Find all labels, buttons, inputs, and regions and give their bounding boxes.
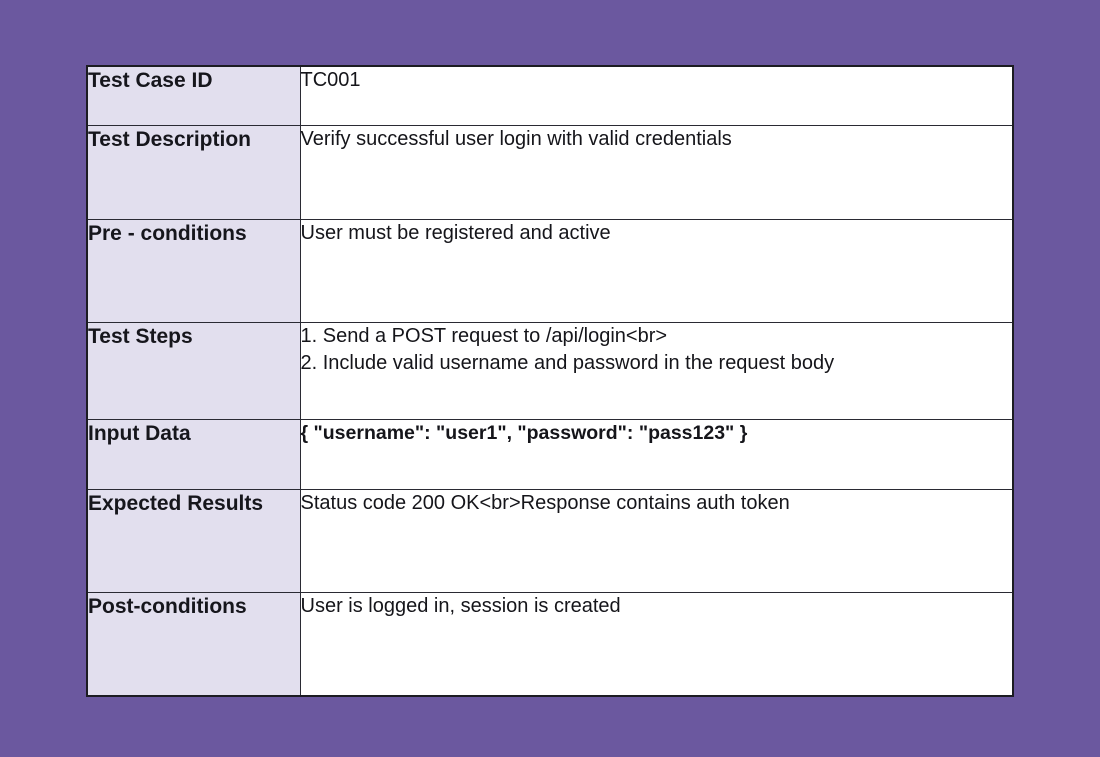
test-case-table-container: Test Case ID TC001 Test Description Veri… bbox=[86, 65, 1014, 697]
row-label-test-case-id: Test Case ID bbox=[88, 67, 301, 126]
row-value-input-data: { "username": "user1", "password": "pass… bbox=[299, 418, 1012, 490]
row-label-input-data: Input Data bbox=[88, 418, 301, 490]
table-row: Input Data { "username": "user1", "passw… bbox=[88, 418, 1012, 490]
row-value-post-conditions: User is logged in, session is created bbox=[299, 591, 1012, 695]
row-label-post-conditions: Post-conditions bbox=[88, 591, 301, 695]
table-row: Pre - conditions User must be registered… bbox=[88, 218, 1012, 323]
row-label-test-description: Test Description bbox=[88, 124, 301, 220]
test-case-table: Test Case ID TC001 Test Description Veri… bbox=[88, 67, 1012, 695]
row-value-pre-conditions: User must be registered and active bbox=[299, 218, 1012, 323]
table-row: Test Case ID TC001 bbox=[88, 67, 1012, 126]
table-row: Post-conditions User is logged in, sessi… bbox=[88, 591, 1012, 695]
row-label-test-steps: Test Steps bbox=[88, 321, 301, 420]
row-value-test-description: Verify successful user login with valid … bbox=[299, 124, 1012, 220]
table-row: Expected Results Status code 200 OK<br>R… bbox=[88, 488, 1012, 593]
row-label-expected-results: Expected Results bbox=[88, 488, 301, 593]
row-value-test-steps: 1. Send a POST request to /api/login<br>… bbox=[299, 321, 1012, 420]
table-row: Test Steps 1. Send a POST request to /ap… bbox=[88, 321, 1012, 420]
table-row: Test Description Verify successful user … bbox=[88, 124, 1012, 220]
row-value-expected-results: Status code 200 OK<br>Response contains … bbox=[299, 488, 1012, 593]
row-label-pre-conditions: Pre - conditions bbox=[88, 218, 301, 323]
row-value-test-case-id: TC001 bbox=[299, 67, 1012, 126]
